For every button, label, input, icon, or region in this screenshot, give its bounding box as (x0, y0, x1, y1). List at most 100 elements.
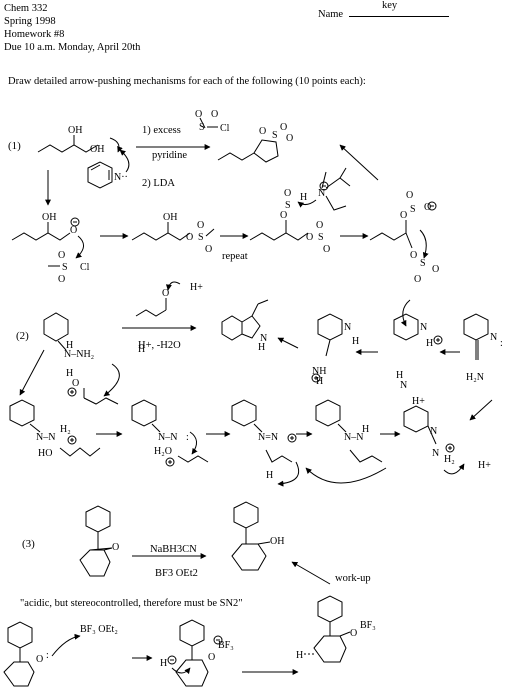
p3-workup: work-up (335, 573, 371, 584)
svg-text:O: O (58, 274, 65, 285)
dimesylate-anion-structure: O S O H O S O O (249, 188, 330, 255)
svg-text:S: S (318, 232, 324, 243)
svg-text:S: S (420, 258, 426, 269)
svg-text:O: O (162, 288, 169, 299)
alkoxide-structure: OH O (11, 212, 80, 241)
protonated-aldehyde-structure: H O (66, 368, 119, 405)
p1-repeat-label: repeat (222, 251, 248, 262)
svg-text:N: N (432, 448, 439, 459)
svg-text:H: H (266, 470, 273, 481)
instructions: Draw detailed arrow-pushing mechanisms f… (8, 76, 366, 87)
svg-text:O: O (195, 109, 202, 120)
p1-reagent-excess: 1) excess (142, 125, 181, 136)
svg-text:O: O (316, 220, 323, 231)
borate-product-structure: O BF₃ H (296, 595, 376, 663)
svg-text:OH: OH (42, 212, 56, 223)
reaction-arrow (339, 144, 379, 181)
svg-text:S: S (199, 122, 205, 133)
reaction-arrow (469, 399, 493, 421)
svg-text:O: O (186, 232, 193, 243)
svg-text:N··: N·· (114, 172, 128, 183)
svg-text:H+: H+ (190, 282, 203, 293)
svg-text:O: O (414, 274, 421, 285)
svg-text:H: H (66, 368, 73, 379)
svg-text:H: H (426, 338, 433, 349)
svg-text:H+: H+ (412, 396, 425, 407)
carbinolamine-structure: N–N H₂ HO (9, 399, 101, 459)
svg-text:H₂N: H₂N (466, 372, 484, 383)
svg-text:H₂O: H₂O (154, 446, 172, 457)
p3-reagent-nabh3cn: NaBH3CN (150, 544, 197, 555)
svg-text:Cl: Cl (80, 262, 90, 273)
name-label: Name (318, 9, 344, 20)
svg-text::: : (46, 650, 49, 661)
svg-text:H₂: H₂ (60, 424, 71, 435)
svg-text:H: H (296, 650, 303, 661)
svg-text:H: H (300, 192, 307, 203)
problem-2-number: (2) (16, 330, 29, 342)
mesyl-chloride-2-structure: S O O Cl (48, 250, 90, 285)
curved-arrow (189, 431, 198, 455)
svg-text:N: N (430, 426, 437, 437)
svg-text:N–NH₂: N–NH₂ (64, 349, 94, 360)
svg-text::: : (186, 432, 189, 443)
name-value: key (382, 0, 398, 11)
curved-arrow (297, 199, 317, 208)
svg-text:O: O (406, 190, 413, 201)
svg-text:O: O (410, 250, 417, 261)
term: Spring 1998 (4, 16, 56, 27)
svg-text:N–N: N–N (158, 432, 177, 443)
epoxide-substrate-structure: O (79, 505, 119, 577)
curved-arrow (51, 633, 81, 657)
p2-conditions: H+, -H2O (138, 340, 181, 351)
curved-arrow (277, 461, 300, 487)
svg-text::: : (500, 338, 503, 349)
curved-arrow (443, 463, 465, 475)
homework-number: Homework #8 (4, 29, 65, 40)
lda-structure: N (318, 167, 351, 211)
monomesylate-structure: OH O S O O (131, 212, 215, 255)
svg-text:NH: NH (312, 366, 326, 377)
pyridine-structure: N·· (87, 161, 128, 189)
curved-arrow (103, 363, 120, 397)
curved-arrow (165, 281, 181, 291)
due-date: Due 10 a.m. Monday, April 20th (4, 42, 141, 53)
svg-text:OH: OH (90, 144, 104, 155)
svg-text:H₂: H₂ (444, 454, 455, 465)
svg-text:BF₃: BF₃ (218, 640, 234, 651)
name-underline (349, 16, 449, 17)
sultone-product-structure: O S O O (217, 122, 293, 163)
svg-text:O: O (112, 542, 119, 553)
svg-text:N–N: N–N (344, 432, 363, 443)
svg-text:Cl: Cl (220, 123, 230, 134)
curved-arrow (171, 667, 191, 675)
svg-text:H: H (258, 342, 265, 353)
reaction-arrow (19, 349, 45, 396)
svg-text:N: N (318, 188, 325, 199)
curved-arrow (75, 235, 84, 259)
svg-text:N: N (420, 322, 427, 333)
svg-text:OH: OH (270, 536, 284, 547)
svg-text:O: O (400, 210, 407, 221)
enamine-imine-structure: N : H₂N (463, 313, 503, 383)
hydrazonium-structure: N=N H (231, 399, 297, 481)
pentanediol-structure: OH OH (37, 125, 104, 155)
svg-text:H: H (66, 340, 73, 351)
p1-reagent-pyridine: pyridine (152, 150, 187, 161)
svg-text:O: O (197, 220, 204, 231)
svg-text:O: O (286, 133, 293, 144)
svg-text:O: O (211, 109, 218, 120)
svg-text:H: H (352, 336, 359, 347)
p3-reagent-bf3: BF3 OEt2 (155, 568, 198, 579)
svg-text:N=N: N=N (258, 432, 278, 443)
carbanion-intermediate-structure: O S O O O S O O (369, 190, 439, 285)
oxonium-structure: N–N : H₂O (131, 399, 209, 467)
reaction-arrow (291, 561, 331, 585)
svg-text:H: H (160, 658, 167, 669)
svg-text:O: O (350, 628, 357, 639)
svg-text:O: O (280, 210, 287, 221)
svg-text:S: S (198, 232, 204, 243)
svg-text:O: O (36, 654, 43, 665)
svg-text:HO: HO (38, 448, 52, 459)
